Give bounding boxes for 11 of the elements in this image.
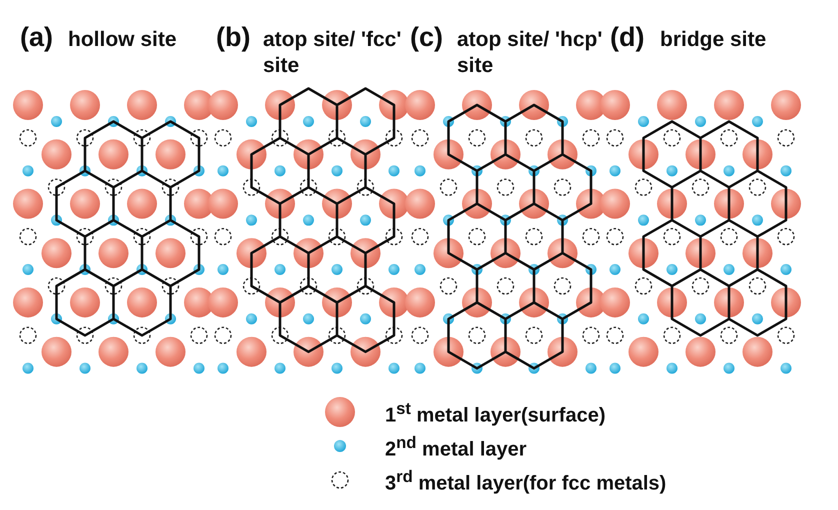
panel-letter: (c) (410, 22, 443, 53)
panel-letter: (b) (216, 22, 250, 53)
legend-text: 2$^{nd}$ metal layer (385, 433, 527, 462)
panel-title: atop site/ 'fcc' site (263, 27, 402, 79)
panel-title: hollow site (68, 27, 178, 53)
panel-title: bridge site (660, 27, 768, 53)
legend-text: 1$^{st}$ metal layer(surface) (385, 399, 606, 428)
panel-title: atop site/ 'hcp' site (457, 27, 604, 79)
legend-text: 3$^{rd}$ metal layer(for fcc metals) (385, 467, 666, 496)
panel-letter: (d) (610, 22, 644, 53)
panel-letter: (a) (20, 22, 53, 53)
